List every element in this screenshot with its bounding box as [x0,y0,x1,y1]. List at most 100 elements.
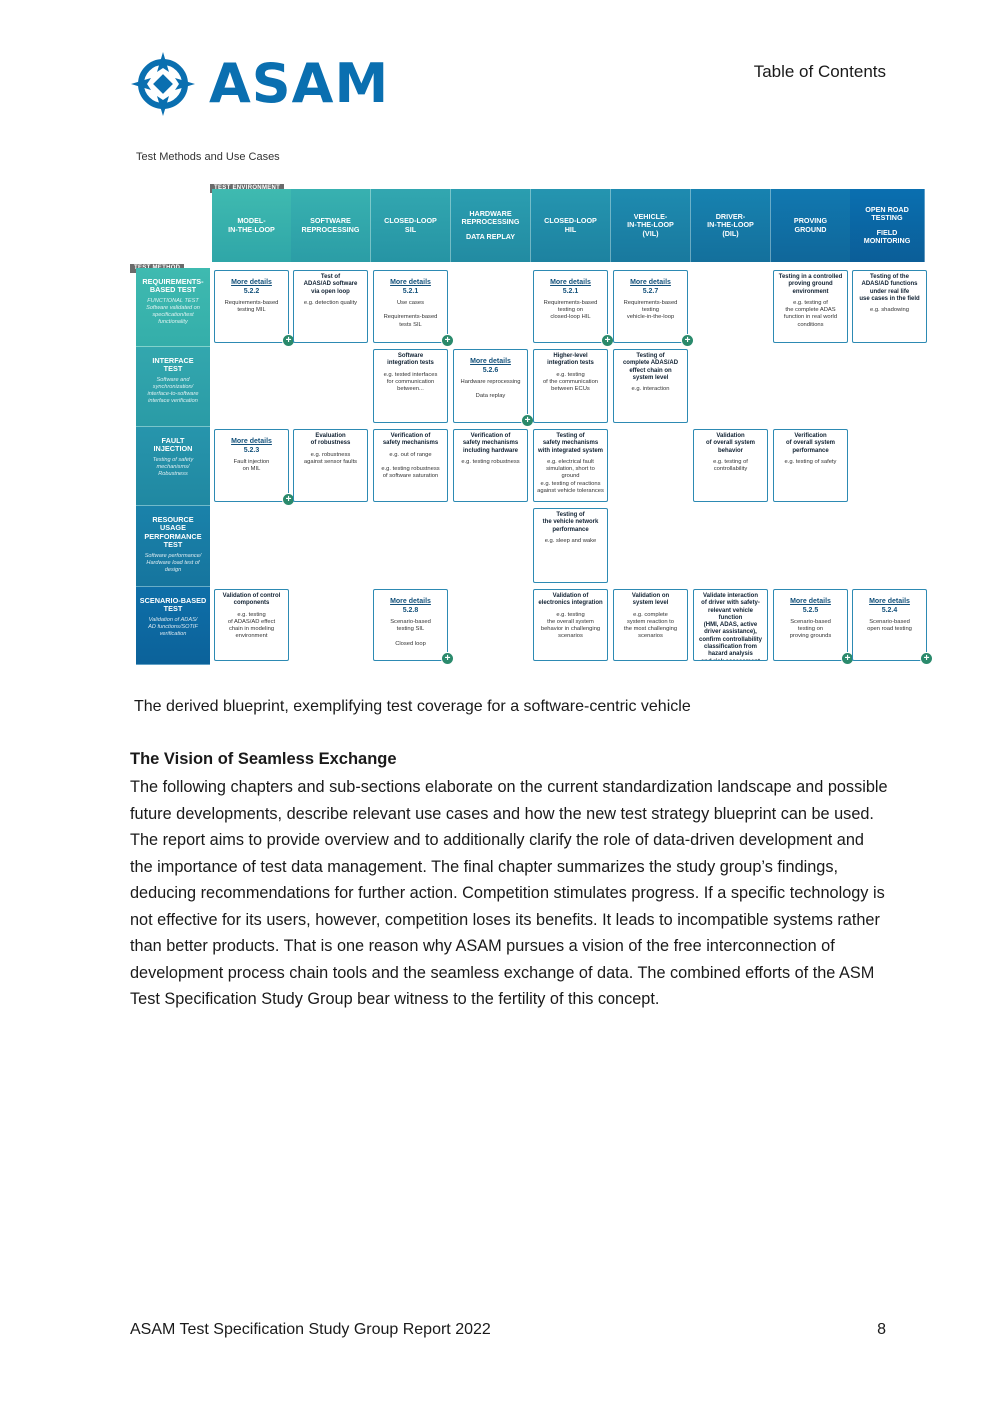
matrix-cell: Verification of overall system performan… [773,429,848,502]
matrix-cell: Verification of safety mechanisms includ… [453,429,528,502]
section-body: The following chapters and sub-sections … [130,778,888,1008]
row-header-title: SCENARIO-BASED TEST [139,596,207,614]
footer-report-title: ASAM Test Specification Study Group Repo… [130,1321,491,1338]
more-details-link[interactable]: More details [550,279,591,286]
more-details-link[interactable]: More details [869,598,910,605]
column-header: VEHICLE- IN-THE-LOOP (VIL) [611,189,691,262]
matrix-cell: Testing of safety mechanisms with integr… [533,429,608,502]
expand-plus-icon[interactable]: + [920,652,933,665]
table-of-contents-link[interactable]: Table of Contents [753,62,886,81]
column-header-label: OPEN ROAD TESTING [865,204,909,222]
cell-title: Testing of the ADAS/AD functions under r… [859,274,920,302]
row-header-title: RESOURCE USAGE PERFORMANCE TEST [144,515,202,550]
cell-title: Testing of complete ADAS/AD effect chain… [622,353,679,381]
column-header-label: HARDWARE REPROCESSING [461,208,520,227]
more-details-link[interactable]: More details [231,438,272,445]
cell-title: Validation of electronics integration [538,593,603,607]
row-header-title: REQUIREMENTS- BASED TEST [142,277,204,295]
row-header-subtitle: Validation of ADAS/ AD functions/SOTIF v… [148,616,198,637]
section-title: The Vision of Seamless Exchange [130,750,397,768]
cell-title: Testing of safety mechanisms with integr… [537,433,603,454]
matrix-cell: Higher-level integration tests e.g. testi… [533,349,608,423]
section-number: 5.2.6 [482,367,499,374]
cell-description: Scenario-based testing on proving ground… [789,619,832,640]
section-number: 5.2.3 [243,447,260,454]
more-details-link[interactable]: More details [390,598,431,605]
matrix-cell: Testing of complete ADAS/AD effect chain… [613,349,688,423]
row-header-title: INTERFACE TEST [152,356,194,374]
row-header-subtitle: Software performance/ Hardware load test… [144,552,202,573]
cell-description: e.g. tested interfaces for communication… [383,371,438,392]
cell-title: Verification of safety mechanisms includ… [462,433,519,454]
cell-description: Hardware reprocessing Data replay [460,379,521,400]
column-header-label: DRIVER- IN-THE-LOOP (DIL) [707,211,754,238]
expand-plus-icon[interactable]: + [441,334,454,347]
cell-description: e.g. robustness against sensor faults [303,451,358,465]
column-header: HARDWARE REPROCESSING DATA REPLAY [451,189,531,262]
cell-description: e.g. out of range e.g. testing robustnes… [381,451,440,480]
section-number: 5.2.5 [802,607,819,614]
column-header-sublabel: DATA REPLAY [465,231,516,241]
expand-plus-icon[interactable]: + [441,652,454,665]
matrix-cell: Testing in a controlled proving ground e… [773,270,848,343]
more-details-link[interactable]: More details [790,598,831,605]
section-number: 5.2.2 [243,288,260,295]
cell-description: Use cases Requirements-based tests SIL [383,300,438,328]
expand-plus-icon[interactable]: + [681,334,694,347]
section-number: 5.2.4 [881,607,898,614]
section-number: 5.2.1 [562,288,579,295]
cell-description: e.g. detection quality [303,299,358,306]
cell-description: e.g. testing of the complete ADAS functi… [783,299,838,328]
cell-description: e.g. testing of safety [784,458,837,465]
matrix-cell: Testing of the vehicle network performan… [533,508,608,583]
column-header: CLOSED-LOOP SIL [371,189,451,262]
page-number: 8 [877,1321,886,1338]
cell-description: e.g. sleep and wake [544,537,597,544]
cell-description: e.g. testing of controllability [713,458,748,473]
cell-description: e.g. testing of the communication betwee… [542,371,599,392]
more-details-link[interactable]: More details [231,279,272,286]
cell-title: Validation of overall system behavior [705,433,756,454]
cell-description: e.g. complete system reaction to the mos… [623,611,678,640]
column-header-label: CLOSED-LOOP HIL [544,216,597,234]
section-number: 5.2.1 [402,288,419,295]
matrix-cell: Validation of electronics integration e.g… [533,589,608,661]
more-details-link[interactable]: More details [470,358,511,365]
row-header: SCENARIO-BASED TEST Validation of ADAS/ A… [136,587,210,665]
cell-description: e.g. testing the overall system behavior… [540,611,601,640]
more-details-link[interactable]: More details [390,279,431,286]
test-environment-tag: TEST ENVIRONMENT [210,184,285,193]
column-header: CLOSED-LOOP HIL [531,189,611,262]
cell-title: Test of ADAS/AD software via open loop [303,274,358,295]
column-header-label: VEHICLE- IN-THE-LOOP (VIL) [627,211,674,238]
cell-title: Higher-level integration tests [547,353,594,367]
matrix-cell: Validation of overall system behavior e.g… [693,429,768,502]
cell-description: Requirements-based testing on closed-loo… [543,300,598,321]
matrix-cell: Test of ADAS/AD software via open loop e.… [293,270,368,343]
row-header-subtitle: Testing of safety mechanisms/ Robustness [152,456,194,477]
more-details-link[interactable]: More details [630,279,671,286]
column-header: SOFTWARE REPROCESSING [291,189,371,262]
cell-title: Verification of overall system performan… [785,433,836,454]
cell-description: e.g. shadowing [870,307,909,314]
column-header-label: SOFTWARE REPROCESSING [301,216,360,234]
cell-description: Requirements-based testing vehicle-in-th… [623,300,678,321]
cell-description: e.g. testing robustness [461,458,520,465]
cell-title: Software integration tests [387,353,434,367]
row-header-subtitle: Software and synchronization/ interface-… [147,376,199,404]
cell-description: Scenario-based open road testing [867,619,912,633]
